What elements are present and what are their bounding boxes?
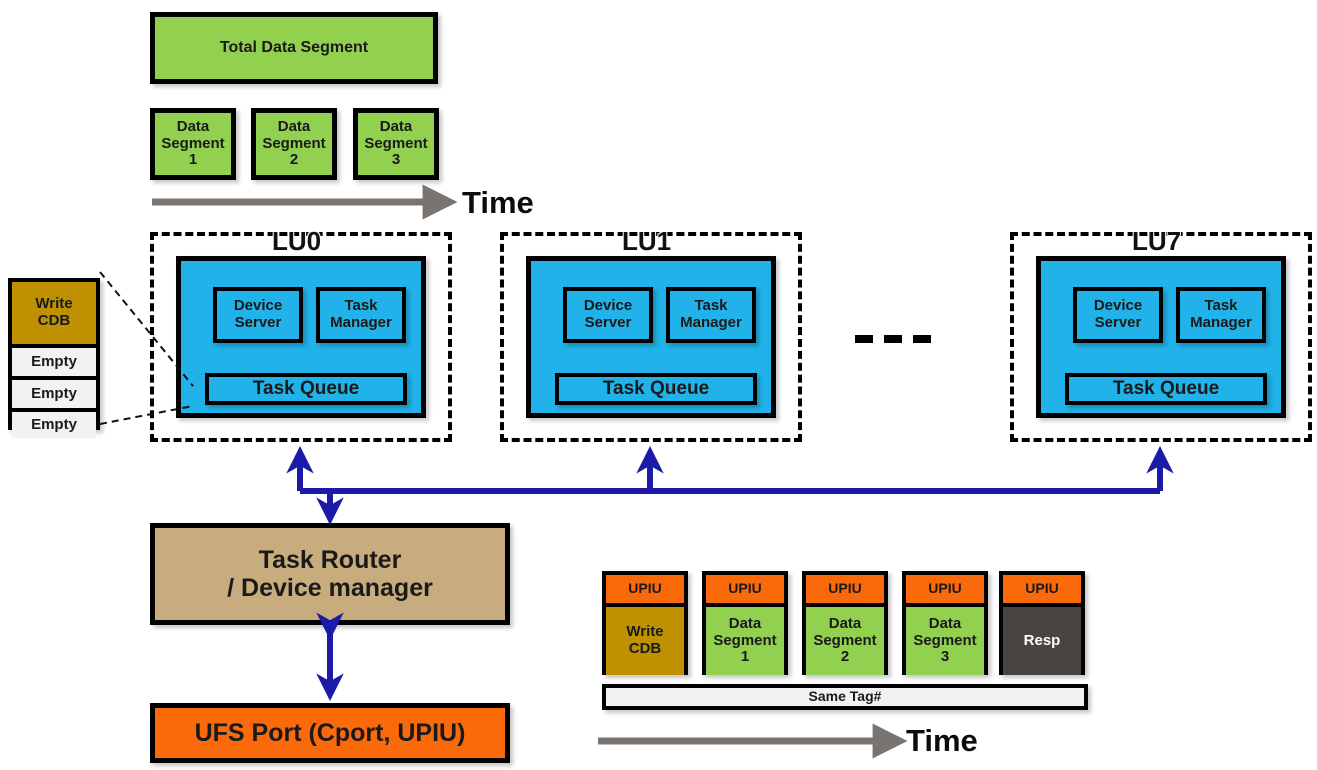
lu7-task-manager: Task Manager [1176, 287, 1266, 343]
lu-body-0: Device Server Task Manager Task Queue [176, 256, 426, 418]
lu7-task-queue: Task Queue [1065, 373, 1267, 405]
task-queue-slot-3-label: Empty [31, 415, 77, 433]
lu1-device-server-line1: Device [583, 297, 633, 315]
upiu-frame-0: UPIU Write CDB [602, 571, 688, 675]
upiu-frame-3-line2: Segment [913, 631, 977, 649]
data-segment-2-line2: Segment [262, 134, 326, 152]
lu0-task-queue: Task Queue [205, 373, 407, 405]
upiu-frame-2: UPIU Data Segment 2 [802, 571, 888, 675]
upiu-frame-2-body: Data Segment 2 [806, 607, 884, 675]
upiu-frame-2-line2: Segment [813, 631, 877, 649]
lu0-device-server-line2: Server [234, 314, 282, 331]
data-segment-box-2: Data Segment 2 [251, 108, 337, 180]
data-segment-2-line3: 2 [289, 151, 299, 169]
upiu-frame-0-line1: Write [626, 623, 664, 641]
same-tag-label: Same Tag# [808, 688, 882, 705]
upiu-frame-1-body: Data Segment 1 [706, 607, 784, 675]
lu1-task-manager-line1: Task [694, 297, 728, 315]
upiu-frame-2-line1: Data [828, 614, 862, 632]
lu-frame-7 [1010, 232, 1312, 442]
lu-body-1: Device Server Task Manager Task Queue [526, 256, 776, 418]
total-data-segment-box: Total Data Segment [150, 12, 438, 84]
time-label-top: Time [462, 185, 534, 220]
data-segment-3-line2: Segment [364, 134, 428, 152]
task-router-line2: / Device manager [227, 574, 433, 602]
lu0-device-server: Device Server [213, 287, 303, 343]
upiu-frame-4: UPIU Resp [999, 571, 1085, 675]
time-label-bottom: Time [906, 723, 978, 758]
lu-label-1: LU1 [622, 226, 672, 256]
lu1-task-queue-label: Task Queue [602, 378, 710, 400]
upiu-frame-3-line3: 3 [940, 648, 950, 666]
upiu-frame-0-header: UPIU [606, 575, 684, 607]
data-segment-box-3: Data Segment 3 [353, 108, 439, 180]
lu7-task-queue-label: Task Queue [1112, 378, 1220, 400]
ufs-port-label: UFS Port (Cport, UPIU) [194, 719, 466, 747]
task-queue-slot-0-line2: CDB [37, 312, 71, 329]
lu0-task-manager: Task Manager [316, 287, 406, 343]
upiu-frame-0-body: Write CDB [606, 607, 684, 675]
lu7-task-manager-line1: Task [1204, 297, 1238, 315]
upiu-frame-3-line1: Data [928, 614, 962, 632]
lu1-task-manager: Task Manager [666, 287, 756, 343]
lu0-task-manager-line1: Task [344, 297, 378, 315]
task-queue-slot-0: Write CDB [12, 282, 96, 348]
upiu-frame-3: UPIU Data Segment 3 [902, 571, 988, 675]
task-queue-detail-block: Write CDB Empty Empty Empty [8, 278, 100, 438]
lu-body-7: Device Server Task Manager Task Queue [1036, 256, 1286, 418]
task-queue-slot-3: Empty [12, 412, 96, 438]
upiu-frame-3-header: UPIU [906, 575, 984, 607]
lu0-task-queue-label: Task Queue [252, 378, 360, 400]
task-router-line1: Task Router [258, 546, 402, 574]
lu1-device-server: Device Server [563, 287, 653, 343]
lu-frame-1 [500, 232, 802, 442]
lu0-task-manager-line2: Manager [330, 314, 392, 331]
data-segment-box-1: Data Segment 1 [150, 108, 236, 180]
upiu-frame-1-header: UPIU [706, 575, 784, 607]
ufs-port-box: UFS Port (Cport, UPIU) [150, 703, 510, 763]
data-segment-3-line3: 3 [391, 151, 401, 169]
task-queue-slot-2: Empty [12, 380, 96, 412]
lu7-task-manager-line2: Manager [1190, 314, 1252, 331]
data-segment-1-line3: 1 [188, 151, 198, 169]
upiu-frame-1-line2: Segment [713, 631, 777, 649]
data-segment-1-line1: Data [176, 117, 210, 135]
upiu-frame-3-body: Data Segment 3 [906, 607, 984, 675]
lu-label-0: LU0 [272, 226, 322, 256]
task-queue-slot-1-label: Empty [31, 352, 77, 370]
data-segment-3-line1: Data [379, 117, 413, 135]
task-queue-slot-1: Empty [12, 348, 96, 380]
upiu-frame-4-header: UPIU [1003, 575, 1081, 607]
upiu-frame-2-header: UPIU [806, 575, 884, 607]
data-segment-1-line2: Segment [161, 134, 225, 152]
total-data-segment-label: Total Data Segment [219, 39, 369, 57]
upiu-frame-1-line1: Data [728, 614, 762, 632]
lu7-device-server: Device Server [1073, 287, 1163, 343]
lu0-device-server-line1: Device [233, 297, 283, 315]
upiu-frame-2-line3: 2 [840, 648, 850, 666]
lu-label-7: LU7 [1132, 226, 1182, 256]
data-segment-2-line1: Data [277, 117, 311, 135]
upiu-frame-1-line3: 1 [740, 648, 750, 666]
lu7-device-server-line1: Device [1093, 297, 1143, 315]
lu7-device-server-line2: Server [1094, 314, 1142, 331]
task-router-box: Task Router / Device manager [150, 523, 510, 625]
lu1-device-server-line2: Server [584, 314, 632, 331]
task-queue-slot-2-label: Empty [31, 384, 77, 402]
upiu-frame-4-body: Resp [1003, 607, 1081, 675]
lu1-task-manager-line2: Manager [680, 314, 742, 331]
upiu-frame-1: UPIU Data Segment 1 [702, 571, 788, 675]
upiu-frame-0-line2: CDB [628, 640, 662, 657]
same-tag-bar: Same Tag# [602, 684, 1088, 710]
task-queue-slot-0-line1: Write [35, 295, 73, 313]
lu1-task-queue: Task Queue [555, 373, 757, 405]
